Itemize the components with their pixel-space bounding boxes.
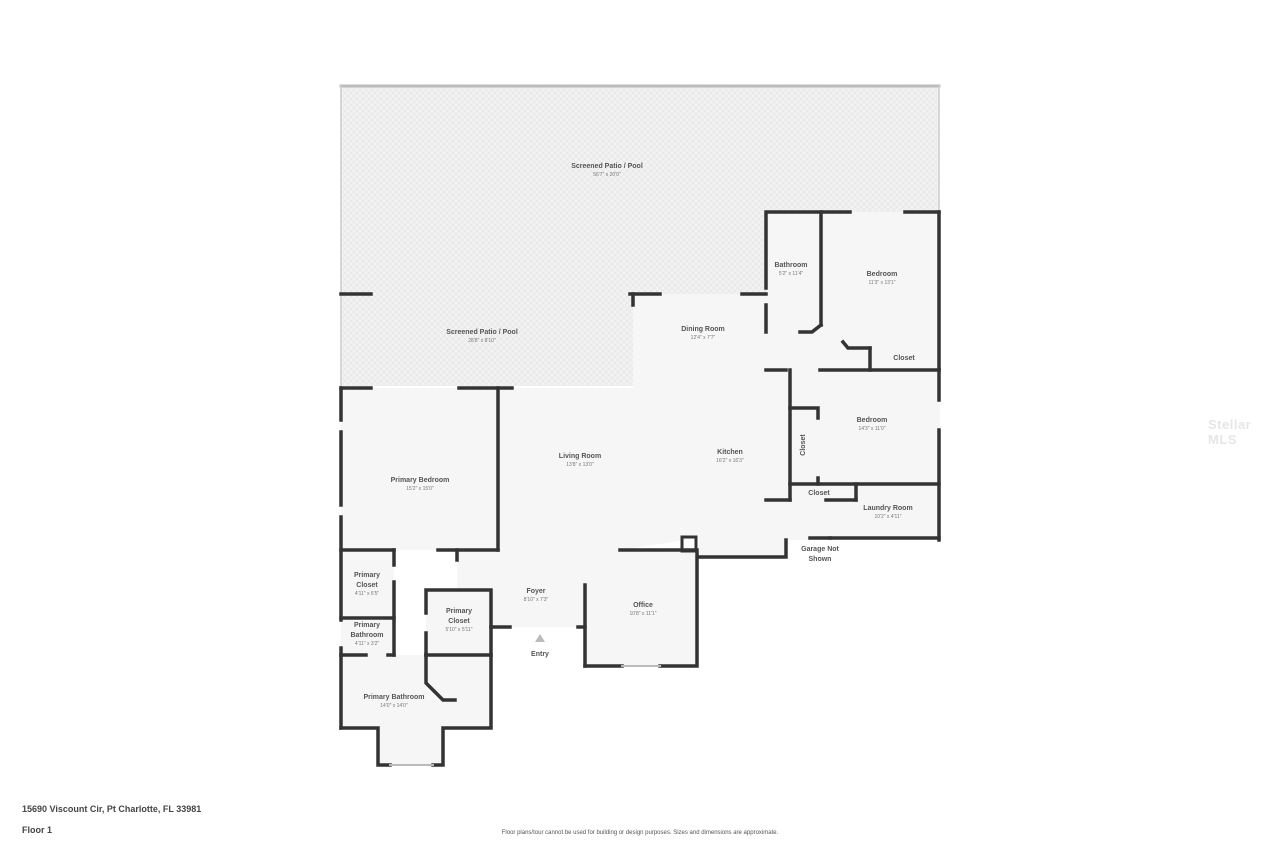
room-dimensions: 15'2" x 15'0" bbox=[406, 486, 434, 492]
room-dimensions: 14'3" x 11'0" bbox=[858, 426, 885, 432]
room-dimensions: 28'8" x 8'10" bbox=[468, 338, 496, 344]
room-living-room: Living Room 13'8" x 13'0" bbox=[559, 453, 601, 468]
room-closet-1: Closet bbox=[893, 355, 915, 362]
room-patio-pool-small: Screened Patio / Pool 28'8" x 8'10" bbox=[446, 329, 518, 344]
room-bedroom-2: Bedroom 14'3" x 11'0" bbox=[857, 417, 888, 432]
walls bbox=[339, 84, 941, 767]
room-dimensions: 14'0" x 14'0" bbox=[380, 703, 408, 709]
room-name: Primary Bathroom bbox=[363, 694, 424, 701]
room-name: Screened Patio / Pool bbox=[571, 163, 643, 170]
room-name: Closet bbox=[356, 582, 378, 589]
room-name: Bedroom bbox=[857, 417, 888, 424]
room-name: Screened Patio / Pool bbox=[446, 329, 518, 336]
room-name: Foyer bbox=[526, 588, 545, 595]
room-dimensions: 10'2" x 4'11" bbox=[874, 514, 901, 520]
room-patio-pool-large: Screened Patio / Pool 56'7" x 20'0" bbox=[571, 163, 643, 178]
room-name: Primary bbox=[446, 608, 472, 615]
room-name: Bathroom bbox=[350, 632, 383, 639]
room-dimensions: 5'2" x 11'4" bbox=[779, 271, 803, 277]
room-name: Primary bbox=[354, 622, 380, 629]
entry-arrow-icon bbox=[535, 634, 545, 642]
room-name: Closet bbox=[893, 355, 915, 362]
room-closet-2: Closet bbox=[800, 434, 807, 456]
room-name: Office bbox=[633, 602, 653, 609]
room-bathroom: Bathroom 5'2" x 11'4" bbox=[774, 262, 807, 277]
entry-marker: Entry bbox=[531, 634, 549, 658]
room-dimensions: 4'11" x 3'2" bbox=[355, 641, 379, 647]
disclaimer: Floor plans/tour cannot be used for buil… bbox=[501, 830, 779, 836]
room-name: Laundry Room bbox=[863, 505, 912, 512]
room-dimensions: 13'8" x 13'0" bbox=[566, 462, 594, 468]
address: 15690 Viscount Cir, Pt Charlotte, FL 339… bbox=[22, 804, 202, 814]
room-dining-room: Dining Room 12'4" x 7'7" bbox=[681, 326, 725, 341]
entry-label: Entry bbox=[531, 651, 549, 658]
room-foyer: Foyer 8'10" x 7'3" bbox=[524, 588, 549, 603]
room-bedroom-1: Bedroom 11'3" x 13'1" bbox=[867, 271, 898, 286]
room-name: Living Room bbox=[559, 453, 601, 460]
room-office: Office 10'8" x 11'1" bbox=[629, 602, 656, 617]
room-name: Closet bbox=[800, 434, 807, 456]
room-dimensions: 5'10" x 5'11" bbox=[445, 627, 472, 633]
room-dimensions: 11'3" x 13'1" bbox=[868, 280, 895, 286]
room-name: Kitchen bbox=[717, 449, 743, 456]
room-name: Bedroom bbox=[867, 271, 898, 278]
room-name: Closet bbox=[808, 490, 830, 497]
room-name: Dining Room bbox=[681, 326, 725, 333]
room-laundry-room: Laundry Room 10'2" x 4'11" bbox=[863, 505, 912, 520]
room-name: Primary bbox=[354, 572, 380, 579]
room-primary-bedroom: Primary Bedroom 15'2" x 15'0" bbox=[391, 477, 450, 492]
room-dimensions: 56'7" x 20'0" bbox=[593, 172, 621, 178]
patio-area-small bbox=[341, 294, 633, 386]
floor-areas bbox=[341, 86, 940, 765]
room-dimensions: 10'8" x 11'1" bbox=[629, 611, 656, 617]
floor-label: Floor 1 bbox=[22, 825, 53, 835]
room-primary-bathroom: Primary Bathroom 14'0" x 14'0" bbox=[363, 694, 424, 709]
room-name: Bathroom bbox=[774, 262, 807, 269]
watermark: Stellar MLS bbox=[1208, 417, 1252, 447]
room-kitchen: Kitchen 16'2" x 16'3" bbox=[716, 449, 744, 464]
room-name: Garage Not bbox=[801, 546, 839, 553]
room-name: Shown bbox=[809, 556, 832, 563]
room-closet-3: Closet bbox=[808, 490, 830, 497]
room-dimensions: 8'10" x 7'3" bbox=[524, 597, 549, 603]
room-dimensions: 16'2" x 16'3" bbox=[716, 458, 744, 464]
room-name: Closet bbox=[448, 618, 470, 625]
room-dimensions: 12'4" x 7'7" bbox=[691, 335, 716, 341]
room-dimensions: 4'11" x 6'5" bbox=[355, 591, 379, 597]
room-name: Primary Bedroom bbox=[391, 477, 450, 484]
